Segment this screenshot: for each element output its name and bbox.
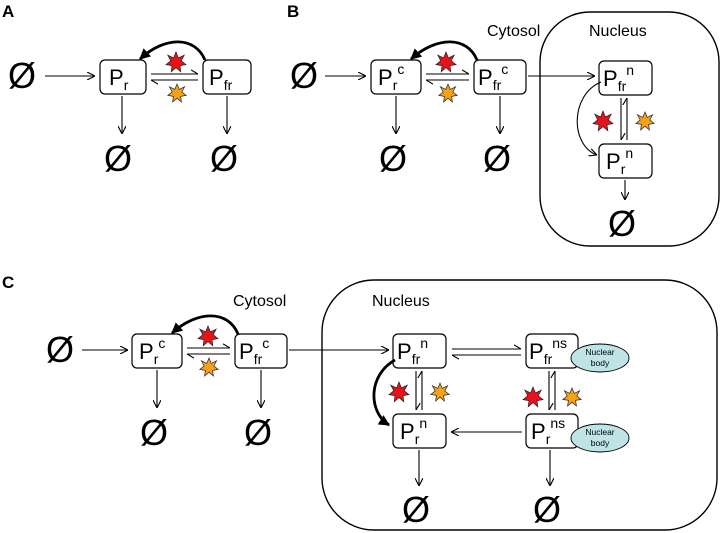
empty-set-pfr-a: Ø — [210, 138, 238, 179]
dark-reversion-arrow-a — [139, 40, 207, 61]
panel-c: Ø Prc Pfrc Cytosol Ø Ø Nucleus Pfrn — [46, 279, 718, 531]
nucleus-label-c: Nucleus — [372, 293, 430, 310]
pr-box-a: Pr — [99, 59, 147, 95]
svg-text:Pfrn: Pfrn — [603, 62, 634, 94]
svg-text:Pfrn: Pfrn — [397, 335, 428, 367]
pfrn-box-c: Pfrn — [392, 333, 447, 369]
panel-label-b: B — [287, 2, 299, 21]
pfrns-box-c: Pfrns — [525, 333, 579, 369]
svg-text:Prns: Prns — [531, 415, 565, 447]
empty-set-pfrc-b: Ø — [483, 138, 511, 179]
prns-box-c: Prns — [525, 413, 579, 449]
pfrn-box-b: Pfrn — [598, 60, 653, 96]
svg-text:Pr: Pr — [109, 65, 129, 93]
prn-box-c: Prn — [392, 413, 447, 449]
pfr-box-a: Pfr — [202, 59, 252, 95]
empty-set-prc-c: Ø — [140, 412, 168, 453]
panel-label-c: C — [2, 273, 14, 292]
nucleus-b — [539, 11, 720, 247]
svg-text:Pfrc: Pfrc — [239, 335, 269, 367]
nucleus-c — [321, 279, 718, 531]
svg-text:body: body — [591, 438, 610, 448]
red-light-icon — [165, 51, 187, 73]
pfrc-box-b: Pfrc — [473, 59, 527, 95]
svg-text:body: body — [591, 358, 610, 368]
empty-set-source-c: Ø — [46, 329, 74, 370]
empty-set-prns-c: Ø — [533, 489, 561, 530]
empty-set-source-b: Ø — [290, 55, 318, 96]
prn-box-b: Prn — [598, 143, 653, 179]
nuclear-body-bottom: Nuclear body — [570, 423, 630, 453]
pfrc-box-c: Pfrc — [234, 333, 288, 369]
panel-a: Ø Pr Pfr Ø Ø — [8, 40, 252, 179]
svg-text:Prc: Prc — [378, 61, 404, 93]
cytosol-label-b: Cytosol — [487, 23, 540, 40]
empty-set-prn-c: Ø — [402, 489, 430, 530]
svg-text:Nuclear: Nuclear — [585, 427, 614, 437]
nucleus-label-b: Nucleus — [589, 23, 647, 40]
svg-text:Prc: Prc — [139, 335, 165, 367]
svg-text:Pfrc: Pfrc — [478, 61, 508, 93]
empty-set-prn-b: Ø — [608, 203, 636, 244]
svg-text:Prn: Prn — [606, 145, 633, 177]
empty-set-pr-a: Ø — [104, 138, 132, 179]
nuclear-body-top: Nuclear body — [570, 343, 630, 373]
empty-set-source-a: Ø — [8, 55, 36, 96]
svg-text:Pfrns: Pfrns — [529, 335, 567, 367]
prc-box-b: Prc — [370, 59, 422, 95]
empty-set-prc-b: Ø — [379, 138, 407, 179]
panel-label-a: A — [2, 2, 14, 21]
svg-text:Nuclear: Nuclear — [585, 347, 614, 357]
panel-b: Ø Prc Pfrc Cytosol Ø Ø Nucleus Pfrn — [290, 11, 720, 247]
cytosol-label-c: Cytosol — [233, 293, 286, 310]
prc-box-c: Prc — [131, 333, 183, 369]
svg-text:Prn: Prn — [400, 415, 427, 447]
far-red-light-icon — [167, 83, 187, 103]
svg-text:Pfr: Pfr — [209, 65, 233, 93]
empty-set-pfrc-c: Ø — [244, 412, 272, 453]
